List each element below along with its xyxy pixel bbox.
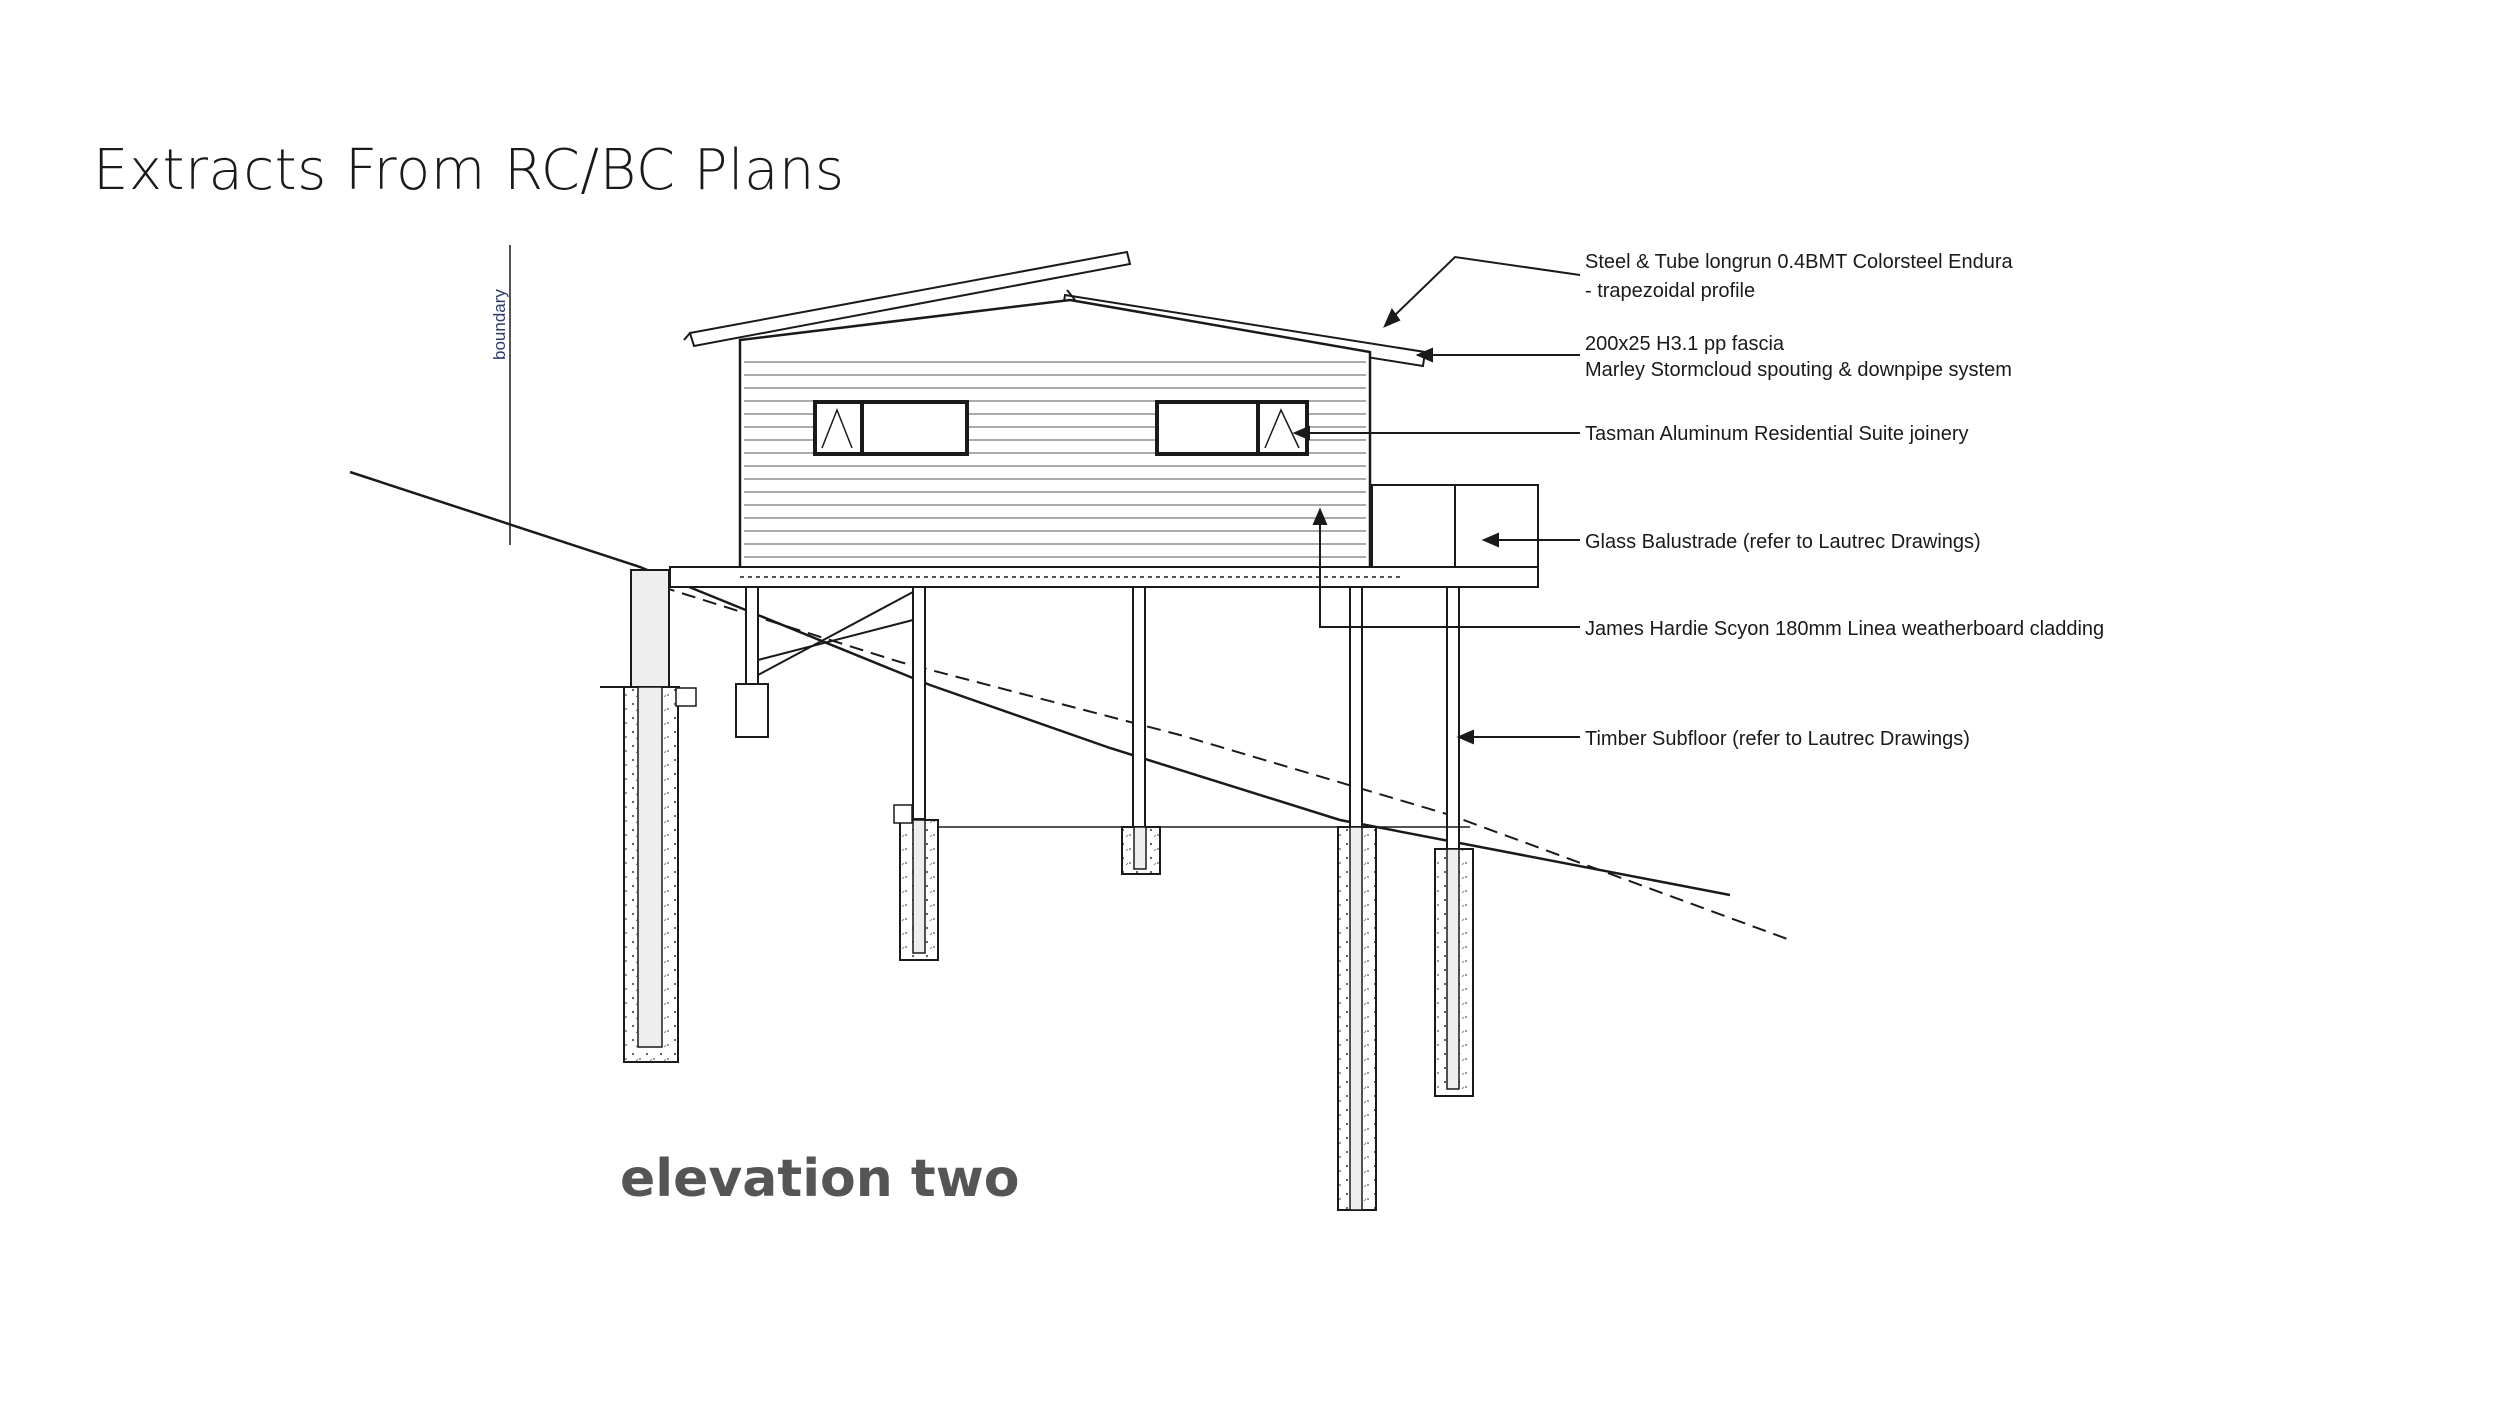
callout-cladding-line-1: James Hardie Scyon 180mm Linea weatherbo… — [1585, 618, 2104, 640]
window-right — [1155, 400, 1309, 456]
deck — [669, 566, 1539, 588]
piles — [623, 569, 1474, 1211]
callout-fascia-line-2: Marley Stormcloud spouting & downpipe sy… — [1585, 359, 2012, 381]
ground-line — [349, 470, 1731, 897]
callout-roof-line-1: Steel & Tube longrun 0.4BMT Colorsteel E… — [1585, 251, 2014, 273]
existing-ground-dashed — [639, 579, 1791, 941]
callout-subfloor-line-1: Timber Subfloor (refer to Lautrec Drawin… — [1585, 728, 1970, 750]
glass-balustrade — [1371, 484, 1539, 568]
callout-roof: Steel & Tube longrun 0.4BMT Colorsteel E… — [1585, 251, 2014, 302]
callout-subfloor: Timber Subfloor (refer to Lautrec Drawin… — [1585, 728, 1970, 750]
weatherboard-cladding — [738, 298, 1372, 574]
callout-joinery: Tasman Aluminum Residential Suite joiner… — [1585, 423, 1969, 445]
callout-fascia: 200x25 H3.1 pp fascia Marley Stormcloud … — [1585, 333, 2012, 381]
boundary-marker: boundary — [490, 245, 511, 545]
callout-roof-line-2: - trapezoidal profile — [1585, 280, 1755, 302]
boundary-label: boundary — [490, 289, 509, 360]
drawing-title: elevation two — [620, 1149, 1020, 1209]
callout-balustrade: Glass Balustrade (refer to Lautrec Drawi… — [1585, 531, 1981, 553]
callout-cladding: James Hardie Scyon 180mm Linea weatherbo… — [1585, 618, 2104, 640]
callout-joinery-line-1: Tasman Aluminum Residential Suite joiner… — [1585, 423, 1969, 445]
page-title: Extracts From RC/BC Plans — [93, 138, 845, 203]
callout-balustrade-line-1: Glass Balustrade (refer to Lautrec Drawi… — [1585, 531, 1981, 553]
window-left — [813, 400, 969, 456]
callout-leaders — [1292, 255, 1581, 745]
callout-fascia-line-1: 200x25 H3.1 pp fascia — [1585, 333, 1785, 355]
